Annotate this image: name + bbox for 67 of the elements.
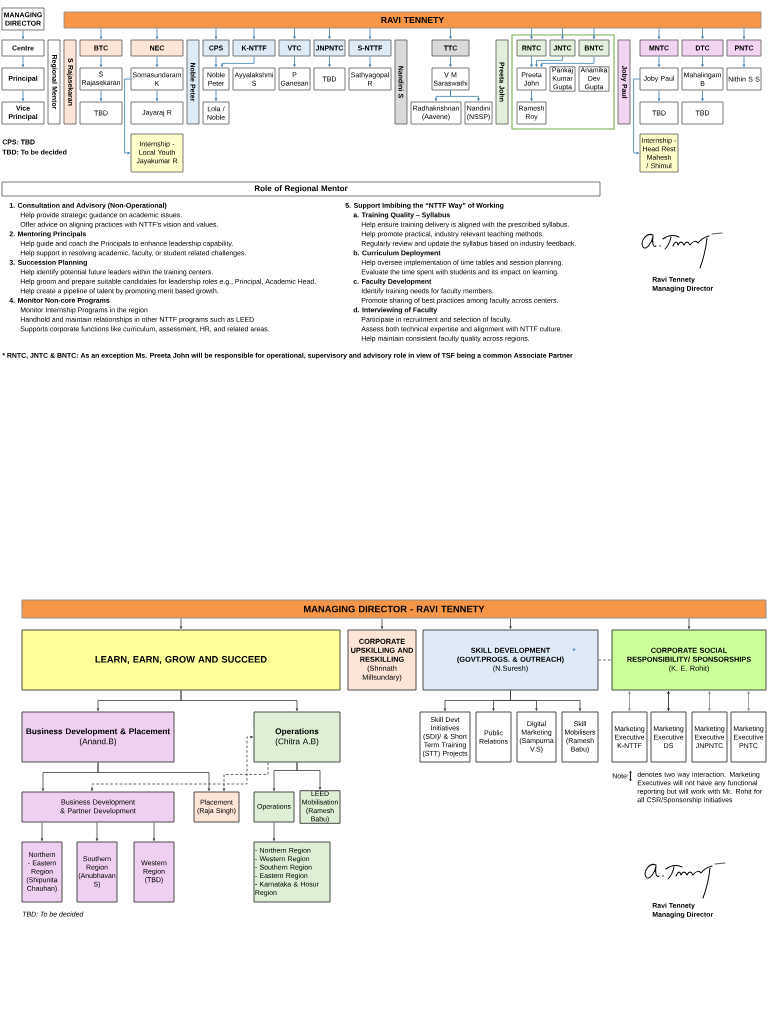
- arrow: [21, 30, 25, 40]
- arrow: [368, 56, 372, 68]
- arrow: [214, 90, 218, 102]
- arrow: [540, 56, 595, 68]
- title-bar: MANAGING DIRECTOR - RAVI TENNETY: [21, 599, 767, 619]
- arrow: [293, 56, 296, 68]
- arrow: [509, 618, 512, 630]
- org-box: Operations (Chitra A.B): [253, 711, 341, 763]
- arrow: [152, 822, 156, 842]
- arrow: [592, 28, 596, 40]
- arrow: [124, 78, 131, 155]
- arrow: [701, 56, 704, 68]
- arrow: [155, 28, 159, 40]
- arrow: [561, 28, 564, 40]
- org-box: LEARN, EARN, GROW AND SUCCEED: [21, 629, 341, 691]
- arrow: [535, 56, 563, 68]
- arrow: [40, 822, 44, 842]
- section-header-box: Role of Regional Mentor: [1, 181, 601, 197]
- arrow: [97, 762, 211, 792]
- arrow: [99, 28, 103, 40]
- arrow: [747, 691, 750, 712]
- arrow: [657, 28, 661, 40]
- arrow: [21, 90, 25, 102]
- arrow: [701, 90, 704, 102]
- arrow: [155, 90, 159, 102]
- arrow: [530, 90, 533, 102]
- group-frame: [511, 34, 615, 130]
- arrow: [657, 90, 661, 102]
- arrow: [449, 28, 452, 40]
- arrow: [99, 90, 103, 102]
- arrow: [95, 822, 99, 842]
- asterisk-mark: *: [572, 648, 576, 652]
- arrow: [633, 78, 640, 155]
- arrow: [657, 56, 661, 68]
- arrow: [667, 691, 670, 712]
- arrow: [450, 90, 480, 102]
- arrow: [155, 56, 159, 68]
- arrow: [21, 56, 25, 68]
- arrow: [708, 691, 711, 712]
- dashed-arrow: [222, 762, 269, 792]
- arrow: [628, 691, 631, 712]
- arrow: [214, 28, 218, 40]
- title-bar: RAVI TENNETY: [63, 11, 762, 29]
- arrow: [293, 28, 296, 40]
- arrow: [742, 56, 746, 68]
- arrow: [742, 28, 746, 40]
- arrow: [214, 56, 218, 68]
- arrow: [328, 56, 331, 68]
- arrow: [252, 28, 256, 40]
- arrow: [99, 56, 103, 68]
- arrow: [530, 56, 533, 68]
- arrow: [449, 56, 452, 68]
- arrow: [380, 618, 384, 630]
- arrow: [272, 822, 276, 842]
- arrow: [220, 56, 255, 68]
- arrow: [296, 762, 322, 790]
- arrow: [368, 28, 372, 40]
- arrow: [687, 618, 691, 630]
- arrow: [179, 618, 183, 630]
- org-box: Business Development & Placement (Anand.B): [21, 711, 175, 763]
- arrow: [510, 690, 582, 712]
- dashed-arrow: [90, 735, 254, 792]
- arrow: [530, 28, 533, 40]
- arrow: [180, 690, 299, 712]
- arrow: [328, 28, 331, 40]
- dashed-connector-line: [598, 659, 612, 661]
- arrow: [701, 28, 704, 40]
